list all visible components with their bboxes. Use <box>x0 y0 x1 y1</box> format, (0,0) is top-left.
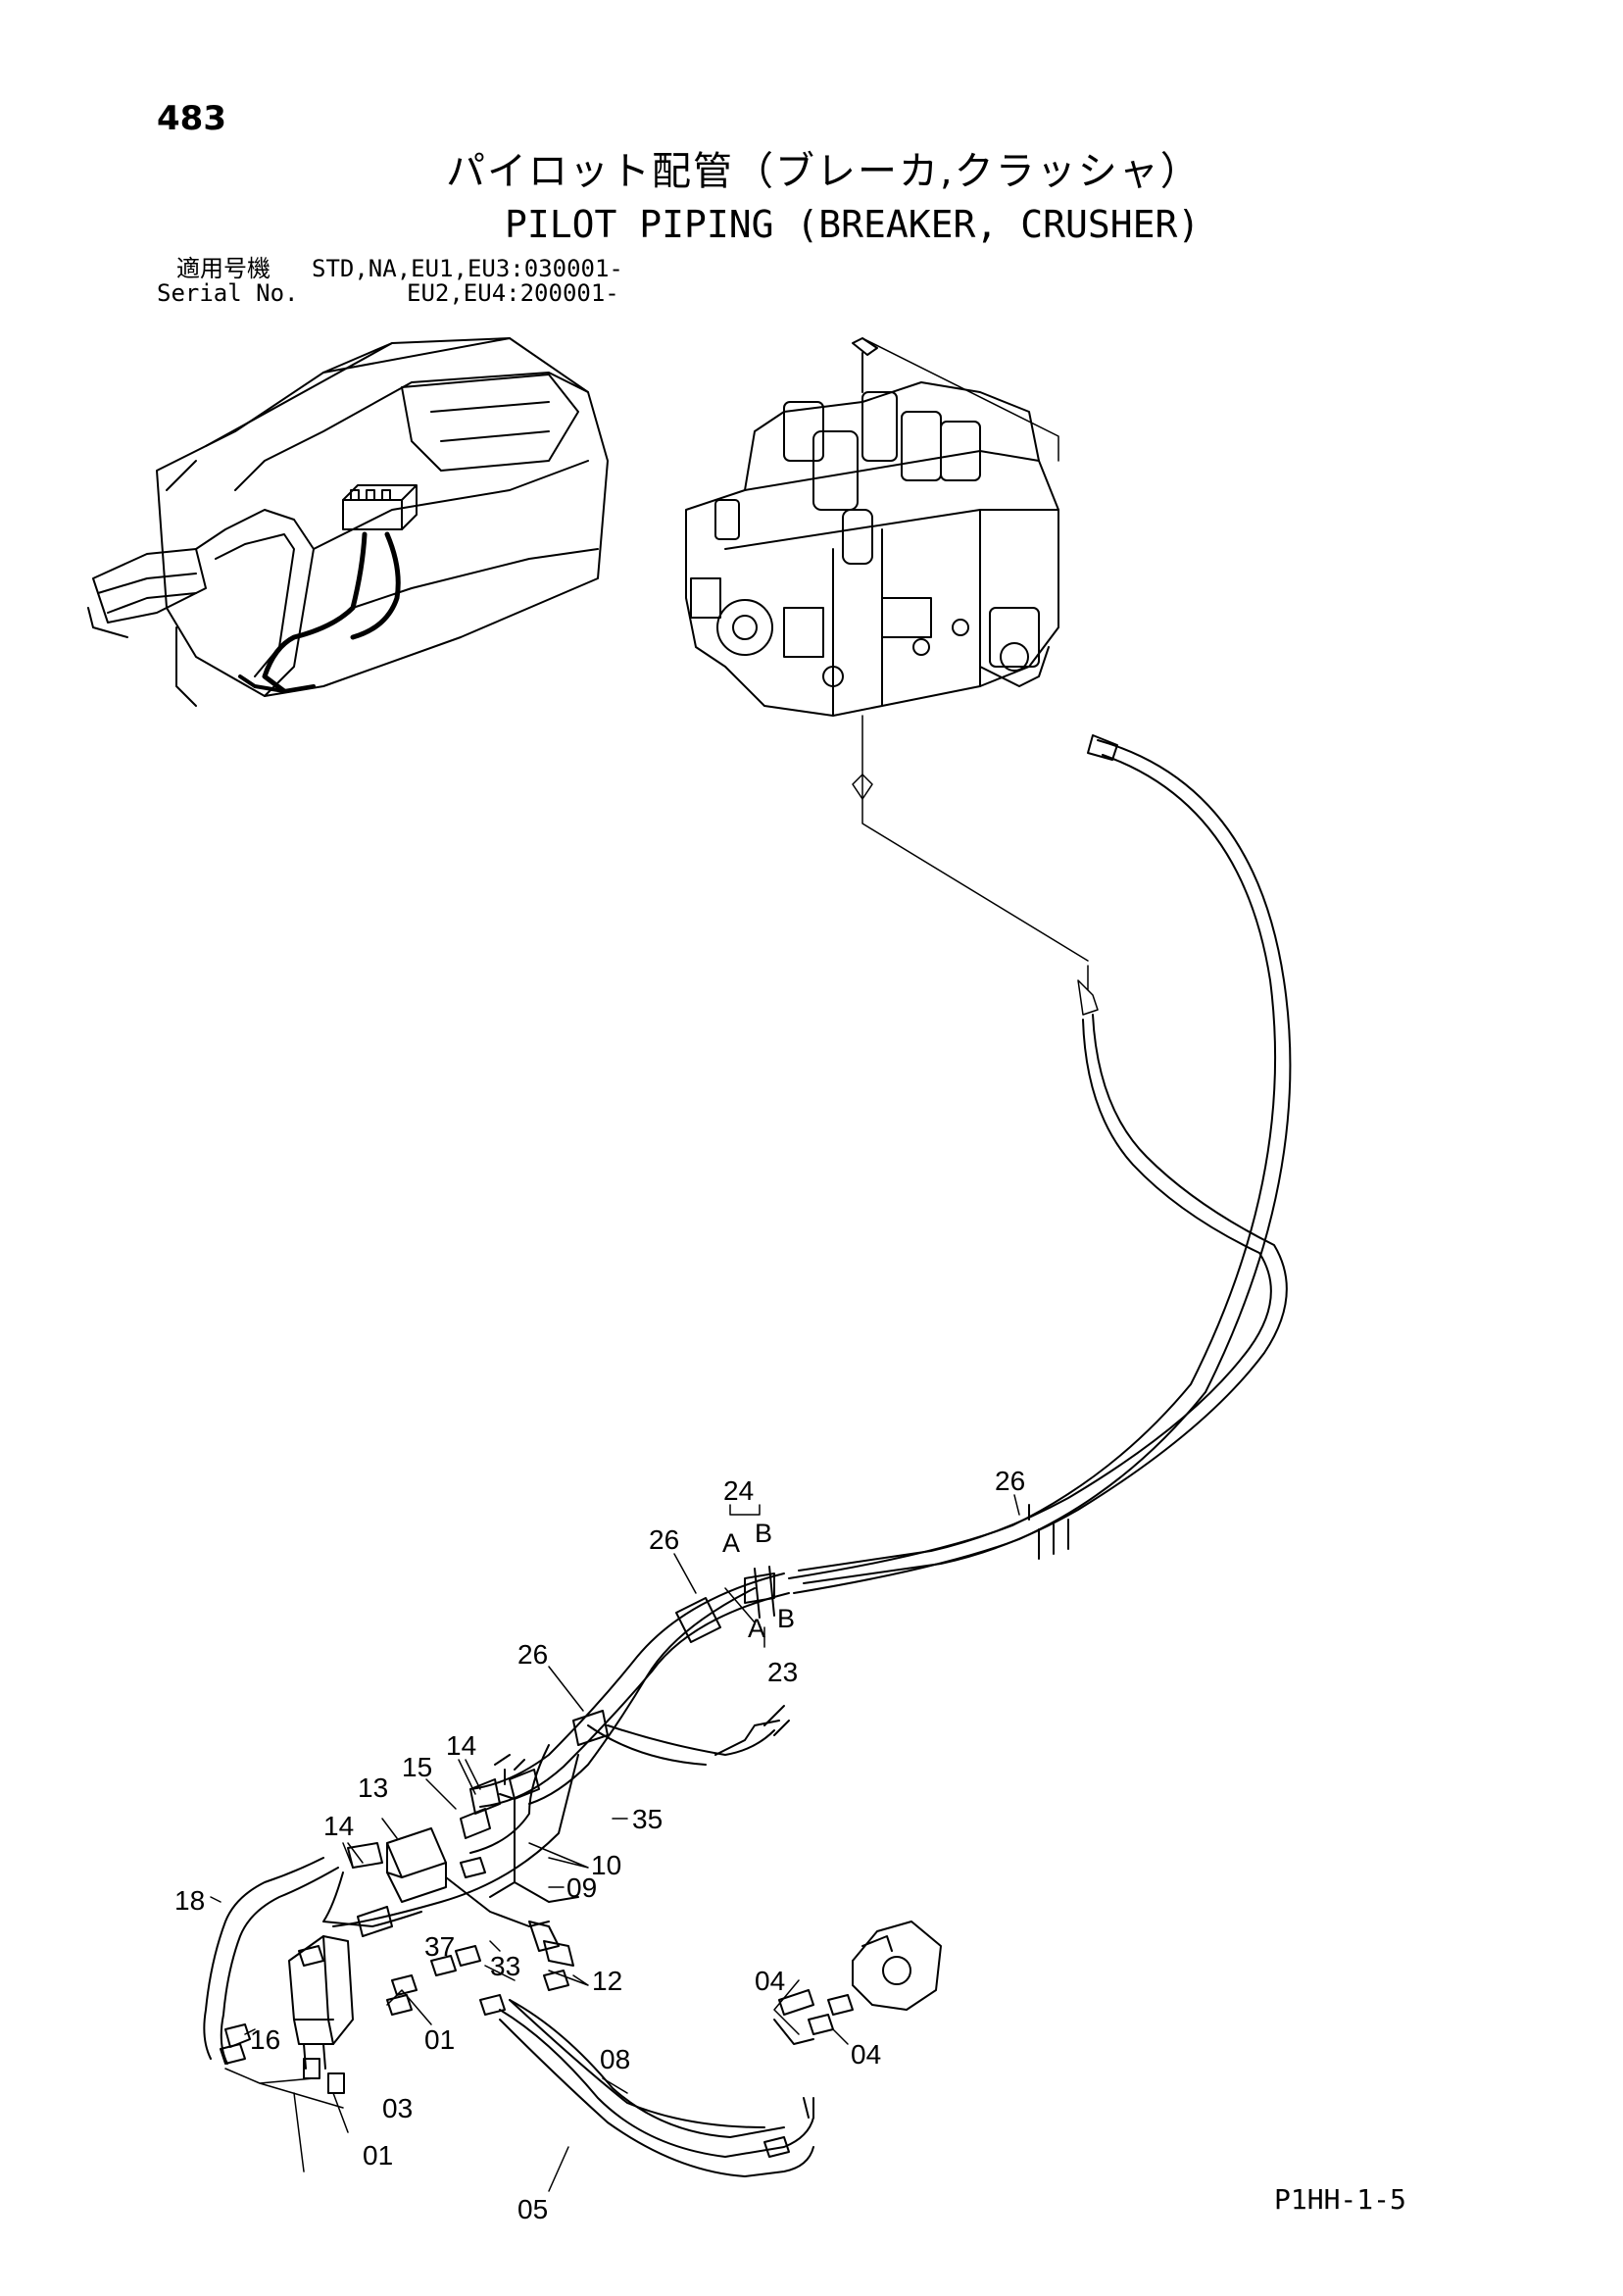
hose-bundle-lower <box>332 1572 790 1927</box>
drawing-code: P1HH-1-5 <box>1274 2183 1406 2216</box>
hose-clamps <box>572 1504 1069 1746</box>
callout-08: 08 <box>600 2044 630 2074</box>
callout-16: 16 <box>250 2024 280 2055</box>
pilot-hose-pair <box>788 734 1292 1594</box>
callout-01-lower: 01 <box>363 2140 393 2171</box>
title-japanese: パイロット配管（ブレーカ,クラッシャ） <box>446 149 1202 194</box>
callout-24: 24 <box>723 1475 754 1506</box>
callout-26-left: 26 <box>517 1639 548 1670</box>
callout-18: 18 <box>174 1885 205 1916</box>
serial-range-1: STD,NA,EU1,EU3:030001- <box>312 255 623 282</box>
callout-26-mid: 26 <box>649 1524 679 1555</box>
callout-03: 03 <box>382 2093 413 2123</box>
callout-23: 23 <box>767 1657 798 1687</box>
callout-10: 10 <box>591 1850 621 1880</box>
control-valve-assembly <box>685 337 1059 717</box>
page-number: 483 <box>157 99 226 138</box>
callout-leaders <box>210 1494 1020 2192</box>
callout-09: 09 <box>566 1872 597 1903</box>
callout-b-upper: B <box>755 1519 772 1548</box>
callout-05: 05 <box>517 2194 548 2224</box>
callout-14-upper: 14 <box>446 1730 476 1761</box>
serial-label-english: Serial No. <box>157 279 299 307</box>
callout-04-upper: 04 <box>755 1966 785 1996</box>
valve-leader-lines <box>852 337 1099 1016</box>
callout-04-lower: 04 <box>851 2039 881 2070</box>
title-english: PILOT PIPING (BREAKER, CRUSHER) <box>505 203 1201 246</box>
lower-components <box>203 1720 942 2177</box>
serial-label-japanese: 適用号機 <box>176 255 270 282</box>
serial-range-2: EU2,EU4:200001- <box>407 279 619 307</box>
excavator-cab-sketch <box>87 337 609 707</box>
callout-a-lower: A <box>748 1614 765 1643</box>
callout-labels: 24 A B A B 23 26 26 26 35 14 15 13 14 10… <box>174 1466 1025 2224</box>
callout-12: 12 <box>592 1966 622 1996</box>
callout-15: 15 <box>402 1752 432 1782</box>
callout-14-lower: 14 <box>323 1811 354 1841</box>
callout-33: 33 <box>490 1951 520 1981</box>
callout-01-upper: 01 <box>424 2024 455 2055</box>
callout-b-lower: B <box>777 1604 795 1633</box>
callout-a-upper: A <box>722 1528 740 1558</box>
callout-26-right: 26 <box>995 1466 1025 1496</box>
callout-37: 37 <box>424 1931 455 1962</box>
callout-13: 13 <box>358 1772 388 1803</box>
callout-35: 35 <box>632 1804 663 1834</box>
